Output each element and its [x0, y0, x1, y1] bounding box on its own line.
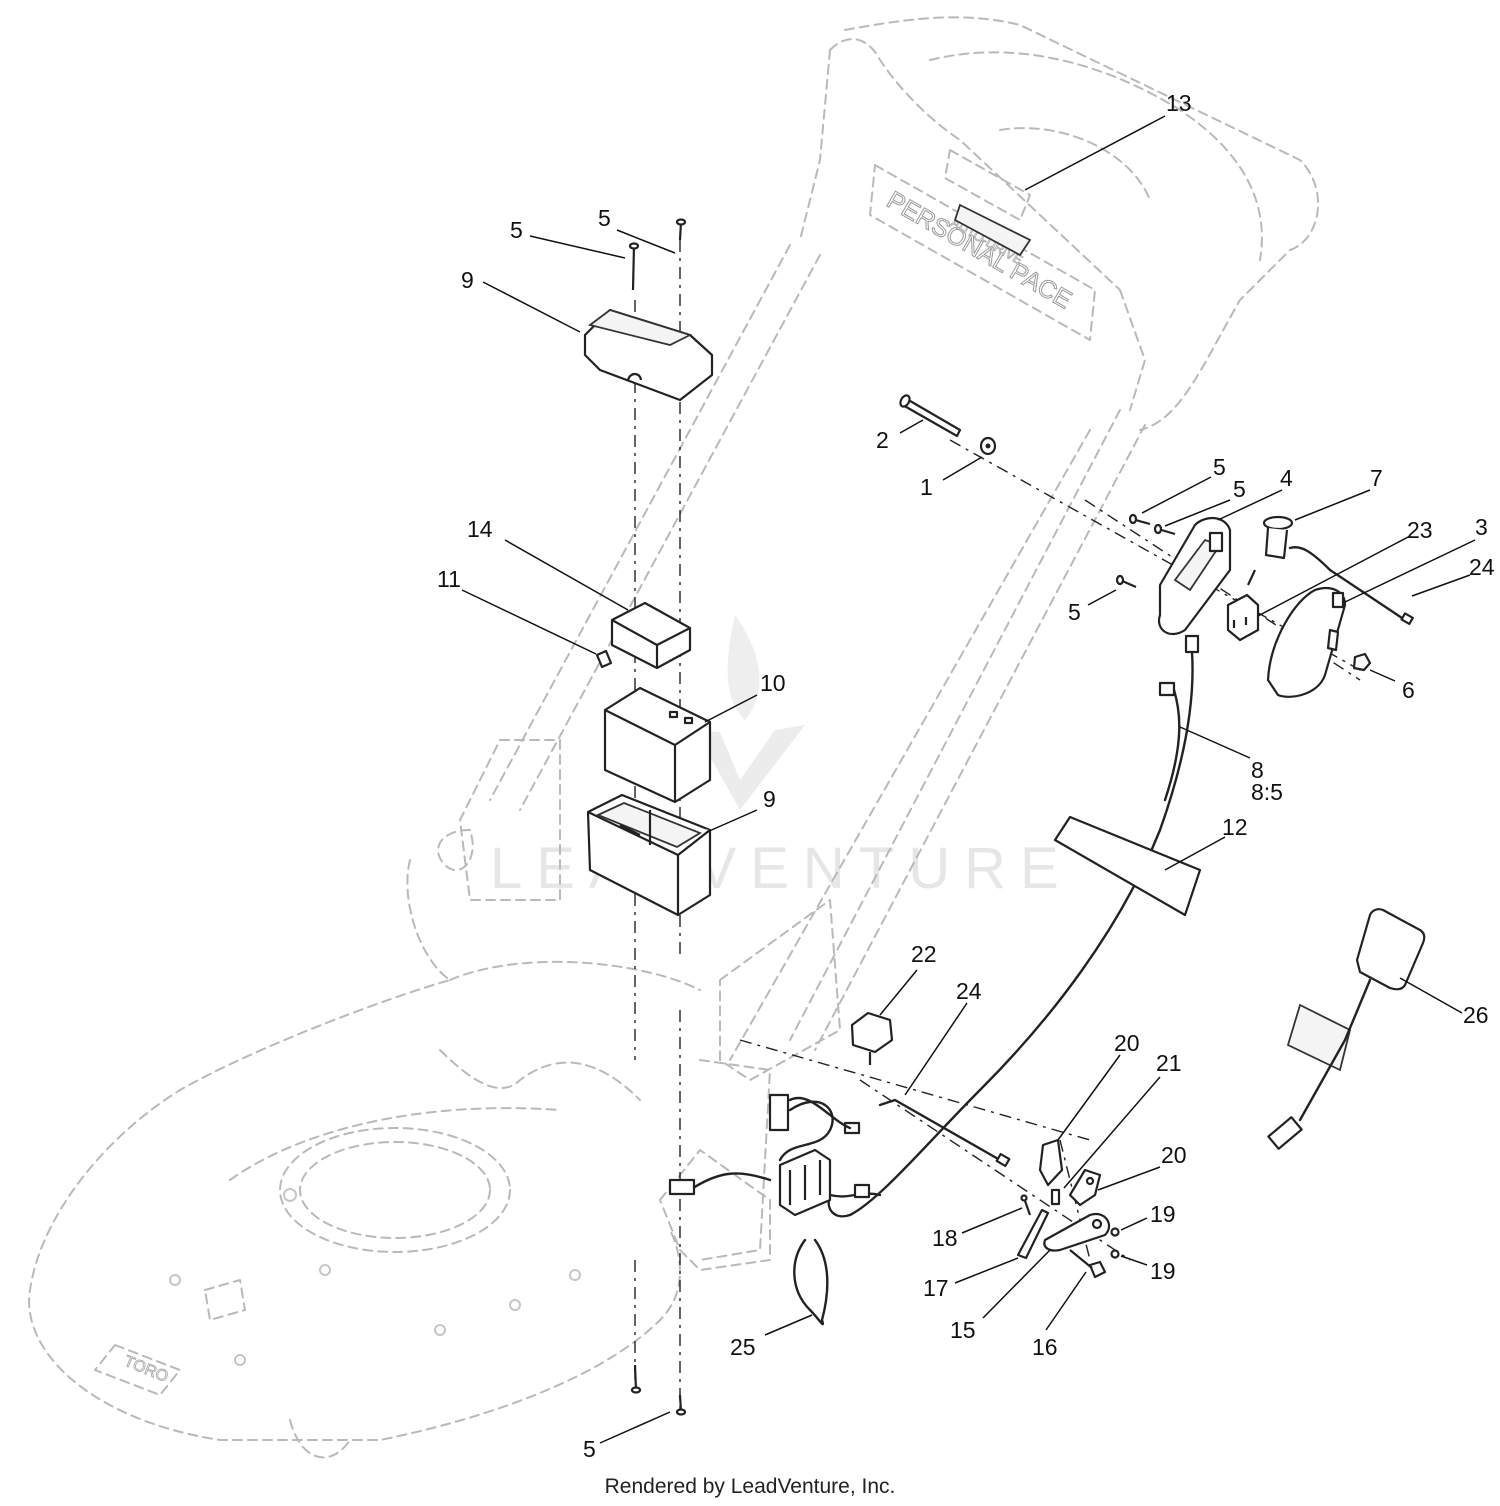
screw-housing-2	[1153, 523, 1176, 536]
callout-14: 14	[467, 516, 493, 542]
leader-lines	[461, 115, 1476, 1444]
part-18-screw	[1020, 1194, 1032, 1216]
callout-19-lower: 19	[1150, 1258, 1176, 1284]
screw-upper-1	[628, 242, 640, 291]
callout-16: 16	[1032, 1334, 1058, 1360]
callout-22: 22	[911, 941, 937, 967]
part-9-battery-tray	[586, 793, 712, 917]
part-25-loop-cable	[793, 1238, 829, 1326]
callout-8-5: 8:5	[1251, 779, 1283, 805]
part-2-pin	[899, 394, 962, 438]
part-16-bolt	[1069, 1249, 1107, 1279]
callout-18: 18	[932, 1225, 958, 1251]
callout-9-tray: 9	[763, 786, 776, 812]
watermark-flame-icon	[727, 615, 760, 720]
callout-20-lower: 20	[1161, 1142, 1187, 1168]
part-24-cable-tie-lower	[878, 1098, 1011, 1168]
callout-4: 4	[1280, 465, 1293, 491]
watermark-chevron-icon	[695, 725, 805, 810]
part-26-charger	[1267, 908, 1426, 1150]
callout-26: 26	[1463, 1002, 1489, 1028]
callout-7: 7	[1370, 465, 1383, 491]
part-11-clip	[595, 649, 613, 669]
part-4-switch-housing	[1157, 517, 1232, 636]
callout-5-c: 5	[1213, 454, 1226, 480]
callout-9-cover: 9	[461, 267, 474, 293]
callout-17: 17	[923, 1275, 949, 1301]
screw-upper-2	[675, 218, 687, 241]
part-1-washer	[979, 436, 997, 456]
part-24-cable-tie-upper	[1288, 546, 1414, 626]
handle-panel-text: PERSONAL PACE	[882, 186, 1076, 314]
part-20-bracket-lower	[1068, 1168, 1102, 1207]
callout-3: 3	[1475, 514, 1488, 540]
screw-housing-1	[1128, 513, 1151, 526]
part-21-sensor	[1050, 1188, 1061, 1206]
controller-assembly	[668, 1093, 882, 1217]
part-10-battery	[603, 686, 712, 804]
callout-15: 15	[950, 1317, 976, 1343]
callout-21: 21	[1156, 1050, 1182, 1076]
callout-5-f: 5	[583, 1436, 596, 1462]
screw-housing-3	[1115, 574, 1137, 589]
part-8-wire-harness	[827, 634, 1200, 1218]
screw-lower-1	[630, 1364, 642, 1394]
callout-5-b: 5	[510, 217, 523, 243]
part-14-foam-pad	[610, 601, 692, 670]
part-3-switch-cover	[1266, 587, 1347, 698]
callout-20-upper: 20	[1114, 1030, 1140, 1056]
callout-5-e: 5	[1068, 599, 1081, 625]
watermark: LEADVENTURE	[490, 615, 1073, 901]
callout-24-upper: 24	[1469, 554, 1495, 580]
part-9-battery-cover	[583, 308, 714, 402]
callout-19-upper: 19	[1150, 1201, 1176, 1227]
screw-lower-2	[675, 1394, 687, 1416]
callout-11: 11	[437, 566, 461, 592]
watermark-text: LEADVENTURE	[490, 836, 1073, 901]
callout-12: 12	[1222, 814, 1248, 840]
part-19-washer-2	[1110, 1249, 1120, 1259]
part-22-relay	[850, 1011, 894, 1065]
explosion-lines	[634, 240, 1361, 1410]
callout-13: 13	[1166, 90, 1192, 116]
callout-2: 2	[876, 427, 889, 453]
callout-1: 1	[920, 474, 933, 500]
part-17-link	[1016, 1208, 1050, 1260]
part-13-handle-cover	[953, 203, 1032, 257]
part-6-nut	[1352, 652, 1372, 672]
callout-6: 6	[1402, 677, 1415, 703]
callout-5-d: 5	[1233, 476, 1246, 502]
part-12-decal	[1053, 815, 1202, 917]
callout-23: 23	[1407, 517, 1433, 543]
part-19-washer-1	[1110, 1227, 1120, 1237]
part-20-bracket-upper	[1038, 1138, 1064, 1187]
callout-10: 10	[760, 670, 786, 696]
callout-25: 25	[730, 1334, 756, 1360]
footer-credit: Rendered by LeadVenture, Inc.	[605, 1475, 896, 1498]
callouts: 13 5 5 9 2 1 5 5 4 7 23 3 24 5 6 14 11 1…	[437, 90, 1495, 1462]
part-23-switch	[1226, 569, 1260, 642]
part-7-button	[1262, 515, 1294, 560]
part-15-lever	[1043, 1212, 1111, 1252]
callout-5-a: 5	[598, 205, 611, 231]
callout-8: 8	[1251, 757, 1264, 783]
callout-24-lower: 24	[956, 978, 982, 1004]
